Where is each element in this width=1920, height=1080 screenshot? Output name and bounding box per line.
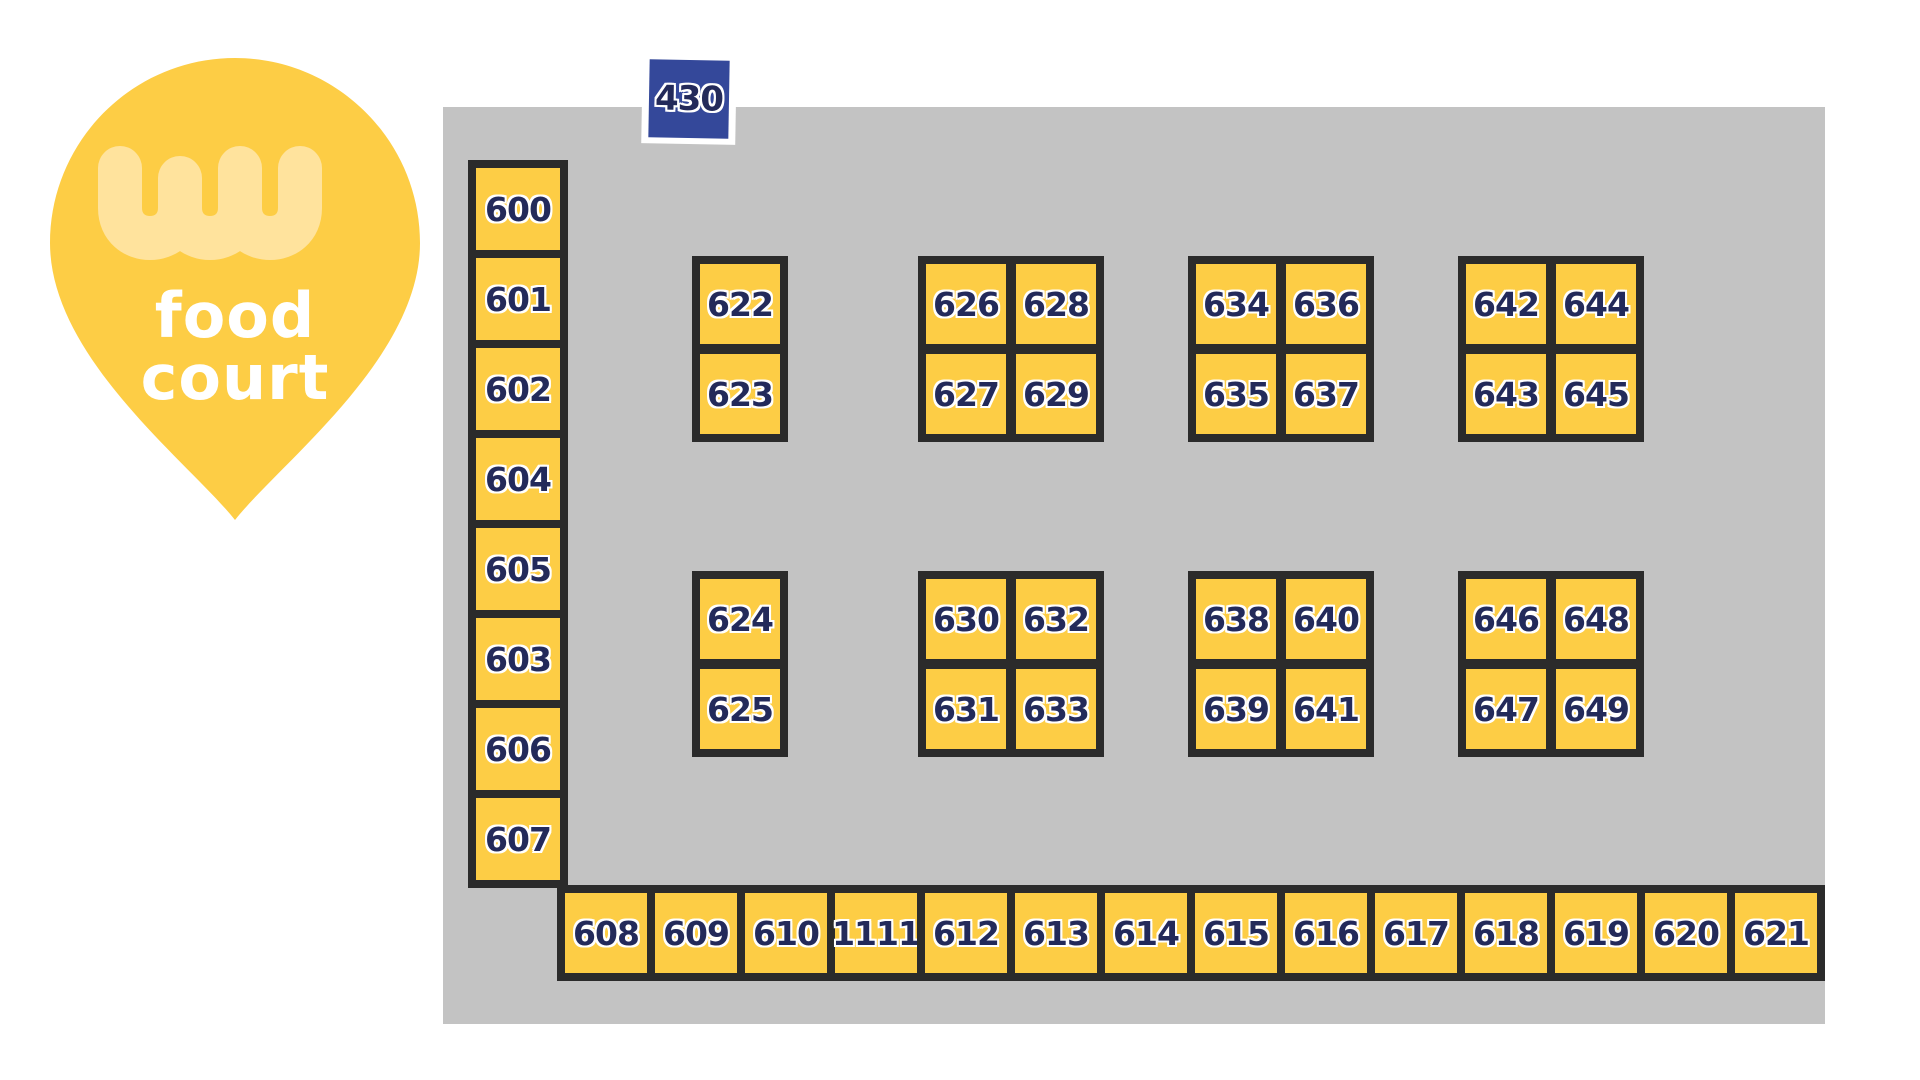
stall[interactable]: 638 — [1188, 571, 1284, 667]
stall[interactable]: 647 — [1458, 661, 1554, 757]
stall[interactable]: 639 — [1188, 661, 1284, 757]
stall[interactable]: 628 — [1008, 256, 1104, 352]
stall[interactable]: 614 — [1097, 885, 1195, 981]
stall[interactable]: 1111 — [827, 885, 925, 981]
logo-line-court: court — [140, 341, 330, 414]
stall[interactable]: 621 — [1727, 885, 1825, 981]
stall[interactable]: 648 — [1548, 571, 1644, 667]
map-pin-icon — [50, 58, 420, 520]
stall[interactable]: 624 — [692, 571, 788, 667]
stall[interactable]: 627 — [918, 346, 1014, 442]
stall[interactable]: 649 — [1548, 661, 1644, 757]
stall[interactable]: 608 — [557, 885, 655, 981]
stall[interactable]: 607 — [468, 790, 568, 888]
stall[interactable]: 625 — [692, 661, 788, 757]
stall[interactable]: 633 — [1008, 661, 1104, 757]
stall[interactable]: 605 — [468, 520, 568, 618]
stall[interactable]: 613 — [1007, 885, 1105, 981]
stall[interactable]: 637 — [1278, 346, 1374, 442]
stall[interactable]: 641 — [1278, 661, 1374, 757]
stall[interactable]: 645 — [1548, 346, 1644, 442]
stall[interactable]: 600 — [468, 160, 568, 258]
ww-mark-icon — [98, 146, 322, 260]
stall[interactable]: 640 — [1278, 571, 1374, 667]
stall[interactable]: 609 — [647, 885, 745, 981]
stall[interactable]: 606 — [468, 700, 568, 798]
stall[interactable]: 612 — [917, 885, 1015, 981]
logo-wordmark: food court — [50, 285, 420, 409]
stall[interactable]: 642 — [1458, 256, 1554, 352]
stall[interactable]: 644 — [1548, 256, 1644, 352]
stall[interactable]: 615 — [1187, 885, 1285, 981]
stall[interactable]: 616 — [1277, 885, 1375, 981]
stall[interactable]: 619 — [1547, 885, 1645, 981]
stall-430-card[interactable]: 430 — [641, 53, 737, 145]
logo-line-food: food — [154, 279, 316, 352]
food-court-logo — [50, 58, 420, 520]
stall[interactable]: 622 — [692, 256, 788, 352]
stall[interactable]: 636 — [1278, 256, 1374, 352]
stall[interactable]: 629 — [1008, 346, 1104, 442]
stall[interactable]: 602 — [468, 340, 568, 438]
stall[interactable]: 646 — [1458, 571, 1554, 667]
stall-430-label: 430 — [648, 59, 730, 139]
stall[interactable]: 603 — [468, 610, 568, 708]
stall[interactable]: 626 — [918, 256, 1014, 352]
stall[interactable]: 643 — [1458, 346, 1554, 442]
stall[interactable]: 632 — [1008, 571, 1104, 667]
stall[interactable]: 620 — [1637, 885, 1735, 981]
stall[interactable]: 610 — [737, 885, 835, 981]
stall[interactable]: 617 — [1367, 885, 1465, 981]
stall[interactable]: 635 — [1188, 346, 1284, 442]
stall[interactable]: 623 — [692, 346, 788, 442]
stall[interactable]: 634 — [1188, 256, 1284, 352]
stall[interactable]: 601 — [468, 250, 568, 348]
stall[interactable]: 630 — [918, 571, 1014, 667]
stall[interactable]: 604 — [468, 430, 568, 528]
stall[interactable]: 631 — [918, 661, 1014, 757]
stall[interactable]: 618 — [1457, 885, 1555, 981]
